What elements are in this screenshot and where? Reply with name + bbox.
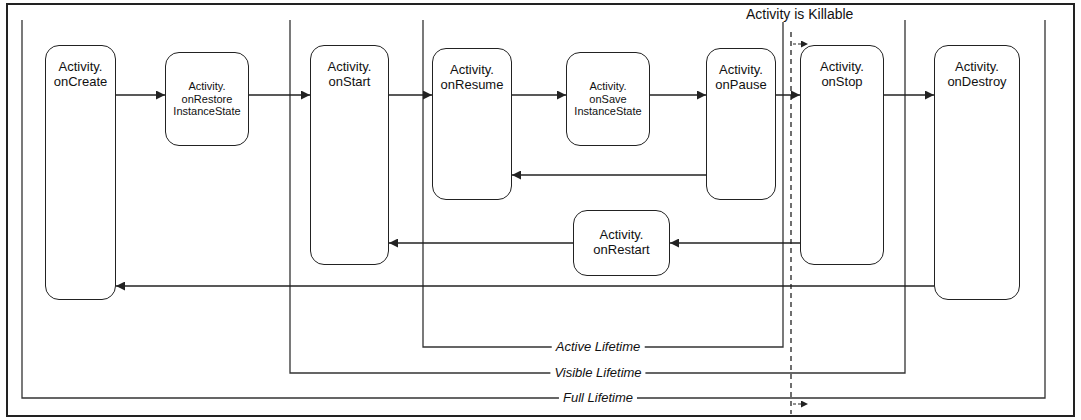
lifecycle-box: Activity. onStop — [800, 45, 884, 265]
transition-arrow — [512, 94, 566, 96]
killable-divider — [790, 32, 791, 414]
lifetime-label: Visible Lifetime — [550, 366, 645, 380]
active-lifetime-bracket — [423, 20, 783, 347]
transition-arrow — [389, 242, 573, 244]
transition-arrow — [670, 242, 800, 244]
transition-arrow — [650, 94, 706, 96]
method-name: Activity. onRestore InstanceState — [170, 80, 244, 118]
lifecycle-box: Activity. onResume — [432, 48, 512, 200]
transition-arrow — [884, 94, 934, 96]
lifetime-label: Active Lifetime — [552, 340, 645, 354]
transition-arrow — [389, 94, 432, 96]
killable-label: Activity is Killable — [742, 7, 857, 22]
lifecycle-box: Activity. onSave InstanceState — [566, 52, 650, 146]
lifecycle-box: Activity. onDestroy — [934, 45, 1020, 300]
transition-arrow — [249, 94, 310, 96]
killable-arrow — [793, 403, 808, 404]
method-name: Activity. onSave InstanceState — [571, 80, 645, 118]
method-name: Activity. onDestroy — [939, 60, 1015, 90]
method-name: Activity. onRestart — [578, 228, 665, 258]
transition-arrow — [116, 285, 934, 287]
transition-arrow — [116, 94, 165, 96]
visible-lifetime-bracket — [290, 20, 905, 373]
transition-arrow — [776, 94, 800, 96]
method-name: Activity. onCreate — [50, 60, 111, 90]
method-name: Activity. onStop — [805, 60, 879, 90]
method-name: Activity. onPause — [711, 63, 771, 93]
full-lifetime-bracket — [22, 20, 1045, 398]
lifecycle-box: Activity. onPause — [706, 48, 776, 200]
lifecycle-box: Activity. onCreate — [45, 45, 116, 300]
transition-arrow — [512, 174, 706, 176]
lifecycle-box: Activity. onStart — [310, 45, 389, 265]
method-name: Activity. onStart — [315, 60, 384, 90]
lifetime-label: Full Lifetime — [559, 391, 637, 405]
lifecycle-box: Activity. onRestore InstanceState — [165, 52, 249, 146]
lifecycle-box: Activity. onRestart — [573, 210, 670, 276]
killable-arrow — [793, 43, 808, 44]
method-name: Activity. onResume — [437, 63, 507, 93]
outer-frame — [7, 4, 1074, 416]
